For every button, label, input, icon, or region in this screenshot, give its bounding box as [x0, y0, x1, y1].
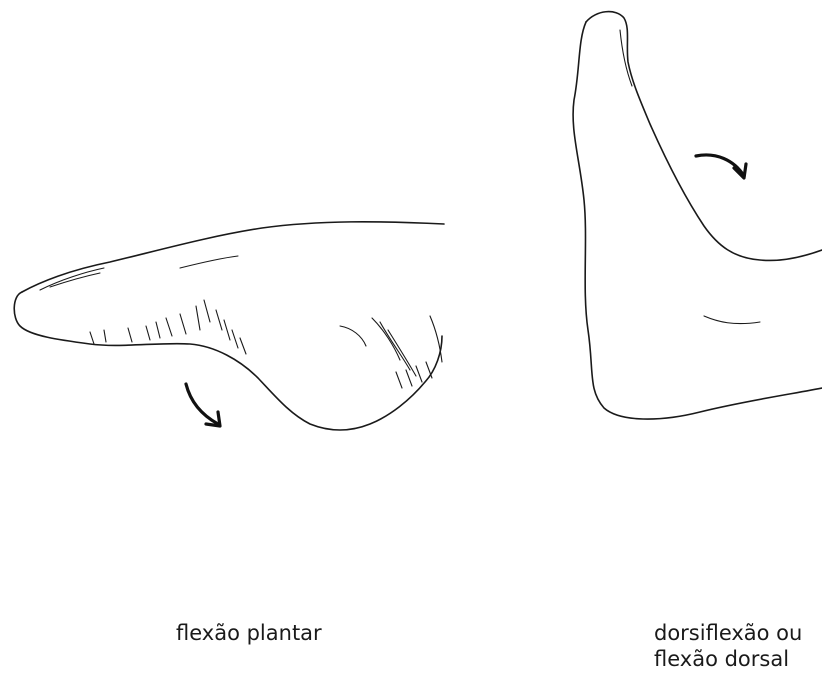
plantar-flexion-arrow-icon	[186, 384, 220, 426]
dorsiflexion-caption-line2: flexão dorsal	[654, 646, 802, 672]
dorsiflexion-foot	[573, 12, 822, 419]
plantar-flexion-foot	[14, 222, 444, 430]
plantar-flexion-caption: flexão plantar	[176, 620, 322, 646]
dorsiflexion-caption-line1: dorsiflexão ou	[654, 620, 802, 646]
dorsiflexion-arrow-icon	[696, 155, 746, 178]
dorsiflexion-caption: dorsiflexão ou flexão dorsal	[654, 620, 802, 672]
